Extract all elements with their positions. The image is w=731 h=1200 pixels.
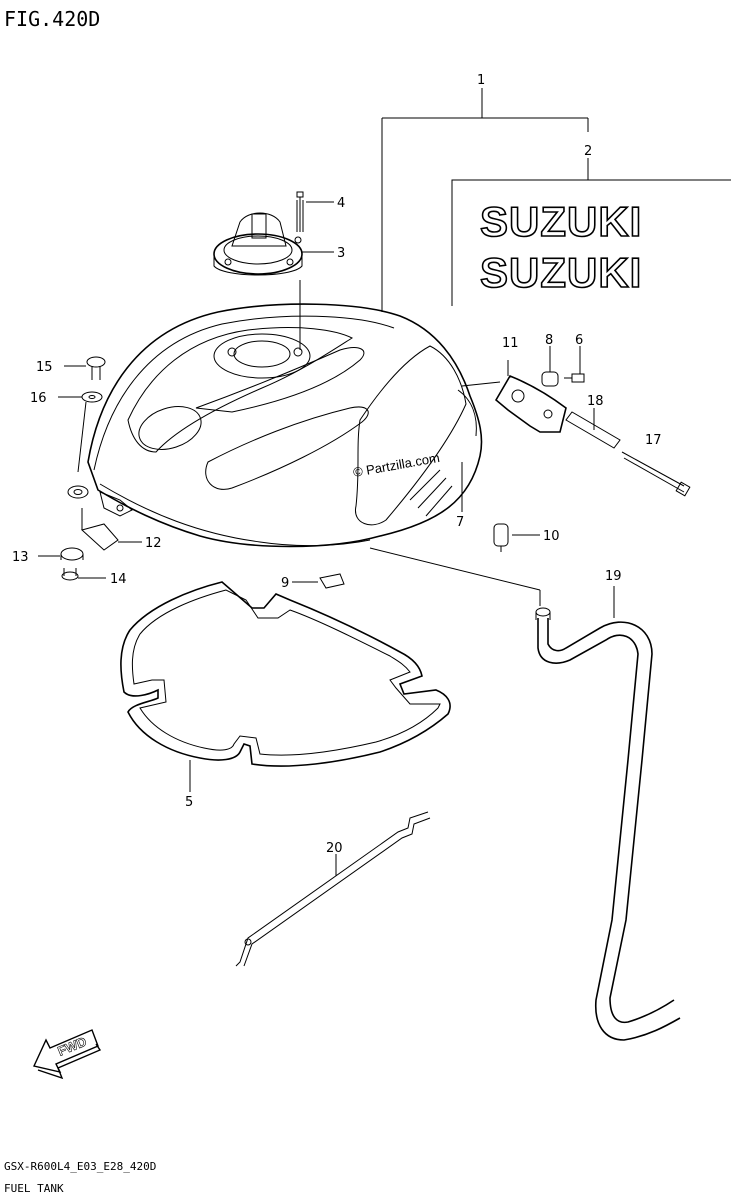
callout-16: 16: [30, 391, 47, 406]
assembly-bracket: [381, 88, 589, 312]
callout-12: 12: [145, 536, 162, 551]
callout-17: 17: [645, 433, 662, 448]
callout-18: 18: [587, 394, 604, 409]
watermark: © Partzilla.com: [352, 450, 441, 480]
damper-12: [80, 508, 142, 551]
callout-14: 14: [110, 572, 127, 587]
callout-5: 5: [185, 795, 193, 810]
callout-3: 3: [337, 246, 345, 261]
callout-labels: 1 2 3 4 5 6 7 8 9 10 11 12 13 14 15 16 1…: [12, 73, 662, 856]
long-bolt: [621, 451, 691, 497]
fuel-tank-body: [67, 303, 483, 548]
callout-8: 8: [545, 333, 553, 348]
breather-hose: [369, 547, 681, 1041]
bolt-6: [564, 346, 585, 383]
footer-part-name: FUEL TANK: [4, 1182, 64, 1195]
callout-4: 4: [337, 196, 345, 211]
callout-19: 19: [605, 569, 622, 584]
cap-screw: [296, 191, 304, 232]
prop-rod: [235, 811, 431, 967]
drain-fitting: [493, 523, 540, 552]
callout-9: 9: [281, 576, 289, 591]
decal-set: SUZUKI SUZUKI: [451, 179, 731, 306]
decal-text-top: SUZUKI: [480, 198, 642, 245]
decal-text-bottom: SUZUKI: [480, 249, 642, 296]
callout-20: 20: [326, 841, 343, 856]
callout-13: 13: [12, 550, 29, 565]
leader-lines: [302, 201, 509, 512]
cushion-13: [38, 547, 84, 561]
collar-14: [61, 568, 106, 581]
callout-11: 11: [502, 336, 519, 351]
collar: [541, 346, 559, 387]
callout-1: 1: [477, 73, 485, 88]
fuel-cap: [213, 212, 303, 350]
callout-15: 15: [36, 360, 53, 375]
tank-seal: [120, 581, 451, 792]
figure-title: FIG.420D: [4, 7, 100, 31]
watermark-text: © Partzilla.com: [352, 450, 441, 480]
rear-bracket: [461, 375, 567, 433]
spacer-tube: [565, 408, 621, 449]
bolt-15: [64, 356, 106, 380]
callout-6: 6: [575, 333, 583, 348]
footer-model-code: GSX-R600L4_E03_E28_420D: [4, 1160, 156, 1173]
clip-9: [292, 573, 345, 589]
washer-16: [58, 391, 103, 473]
callout-2: 2: [584, 144, 592, 159]
callout-10: 10: [543, 529, 560, 544]
fwd-arrow-icon: FWD: [33, 1029, 102, 1080]
callout-7: 7: [456, 515, 464, 530]
